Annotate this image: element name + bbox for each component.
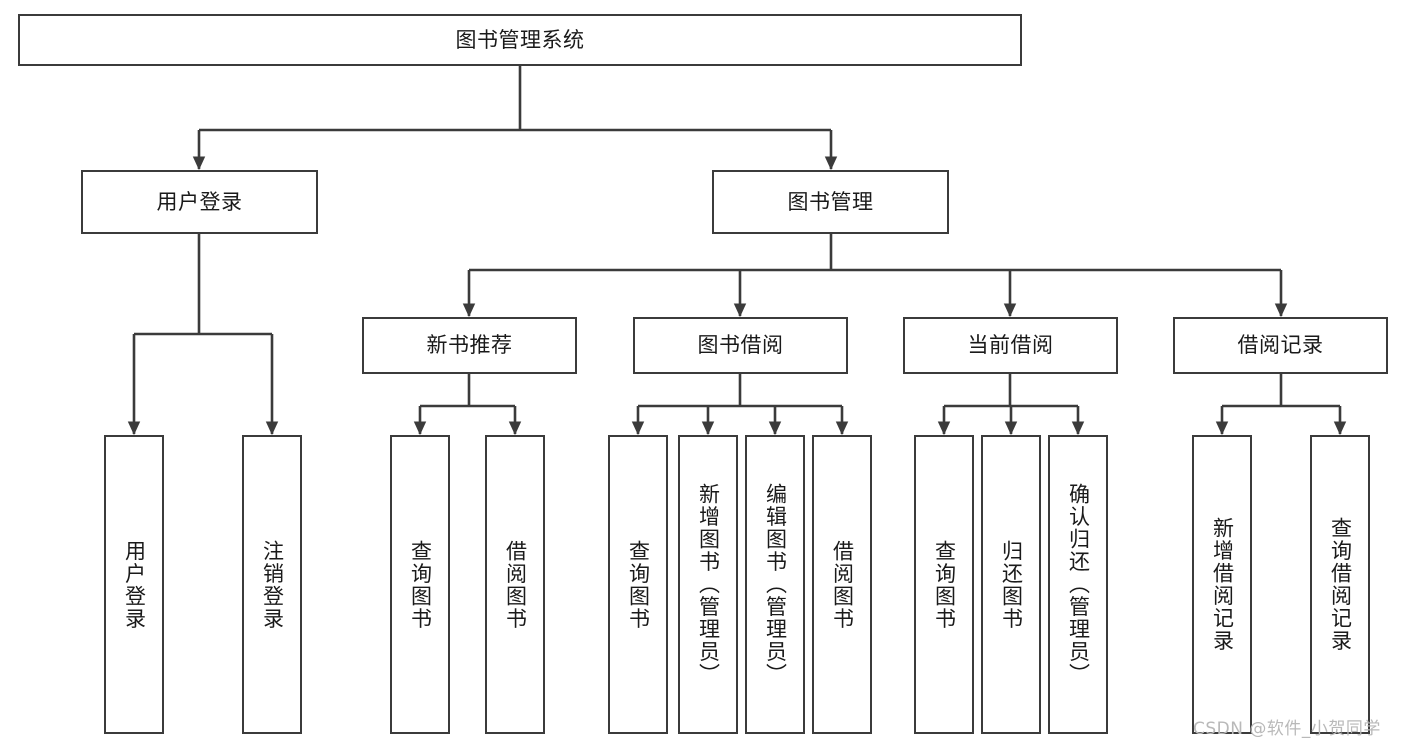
node-leaf-label: 查询图书 [626, 539, 651, 630]
node-root-label: 图书管理系统 [455, 27, 585, 52]
node-borrow-record[interactable]: 借阅记录 [1173, 317, 1388, 374]
node-leaf-label: 归还图书 [999, 539, 1024, 630]
node-leaf-label: 新增借阅记录 [1210, 517, 1235, 652]
node-leaf-label: 用户登录 [122, 539, 147, 630]
node-book-borrow-label: 图书借阅 [697, 333, 784, 358]
node-current-borrow-label: 当前借阅 [967, 333, 1054, 358]
node-leaf-user-login-signin[interactable]: 用户登录 [104, 435, 164, 734]
node-leaf-book-borrow-edit[interactable]: 编辑图书（管理员） [745, 435, 805, 734]
watermark-text: CSDN @软件_小贺同学 [1193, 719, 1381, 739]
node-borrow-record-label: 借阅记录 [1237, 333, 1324, 358]
node-book-management[interactable]: 图书管理 [712, 170, 949, 234]
node-leaf-label: 注销登录 [260, 539, 285, 630]
node-leaf-label: 新增图书（管理员） [696, 483, 721, 686]
node-leaf-new-book-borrow[interactable]: 借阅图书 [485, 435, 545, 734]
node-book-borrow[interactable]: 图书借阅 [633, 317, 848, 374]
node-leaf-label: 查询借阅记录 [1328, 517, 1353, 652]
node-leaf-borrow-record-query[interactable]: 查询借阅记录 [1310, 435, 1370, 734]
node-leaf-book-borrow-add[interactable]: 新增图书（管理员） [678, 435, 738, 734]
node-current-borrow[interactable]: 当前借阅 [903, 317, 1118, 374]
node-leaf-current-borrow-return[interactable]: 归还图书 [981, 435, 1041, 734]
node-user-login[interactable]: 用户登录 [81, 170, 318, 234]
node-leaf-current-borrow-query[interactable]: 查询图书 [914, 435, 974, 734]
node-leaf-label: 查询图书 [408, 539, 433, 630]
node-user-login-label: 用户登录 [156, 189, 243, 214]
node-leaf-label: 借阅图书 [830, 539, 855, 630]
node-leaf-book-borrow-query[interactable]: 查询图书 [608, 435, 668, 734]
node-new-book-recommend[interactable]: 新书推荐 [362, 317, 577, 374]
node-leaf-new-book-query[interactable]: 查询图书 [390, 435, 450, 734]
node-leaf-label: 确认归还（管理员） [1066, 483, 1091, 686]
node-leaf-label: 查询图书 [932, 539, 957, 630]
node-leaf-book-borrow-lend[interactable]: 借阅图书 [812, 435, 872, 734]
node-book-management-label: 图书管理 [787, 189, 874, 214]
node-leaf-current-borrow-confirm[interactable]: 确认归还（管理员） [1048, 435, 1108, 734]
node-new-book-recommend-label: 新书推荐 [426, 333, 513, 358]
node-leaf-borrow-record-add[interactable]: 新增借阅记录 [1192, 435, 1252, 734]
node-leaf-user-login-signout[interactable]: 注销登录 [242, 435, 302, 734]
node-leaf-label: 借阅图书 [503, 539, 528, 630]
node-root-book-management-system[interactable]: 图书管理系统 [18, 14, 1022, 66]
node-leaf-label: 编辑图书（管理员） [763, 483, 788, 686]
